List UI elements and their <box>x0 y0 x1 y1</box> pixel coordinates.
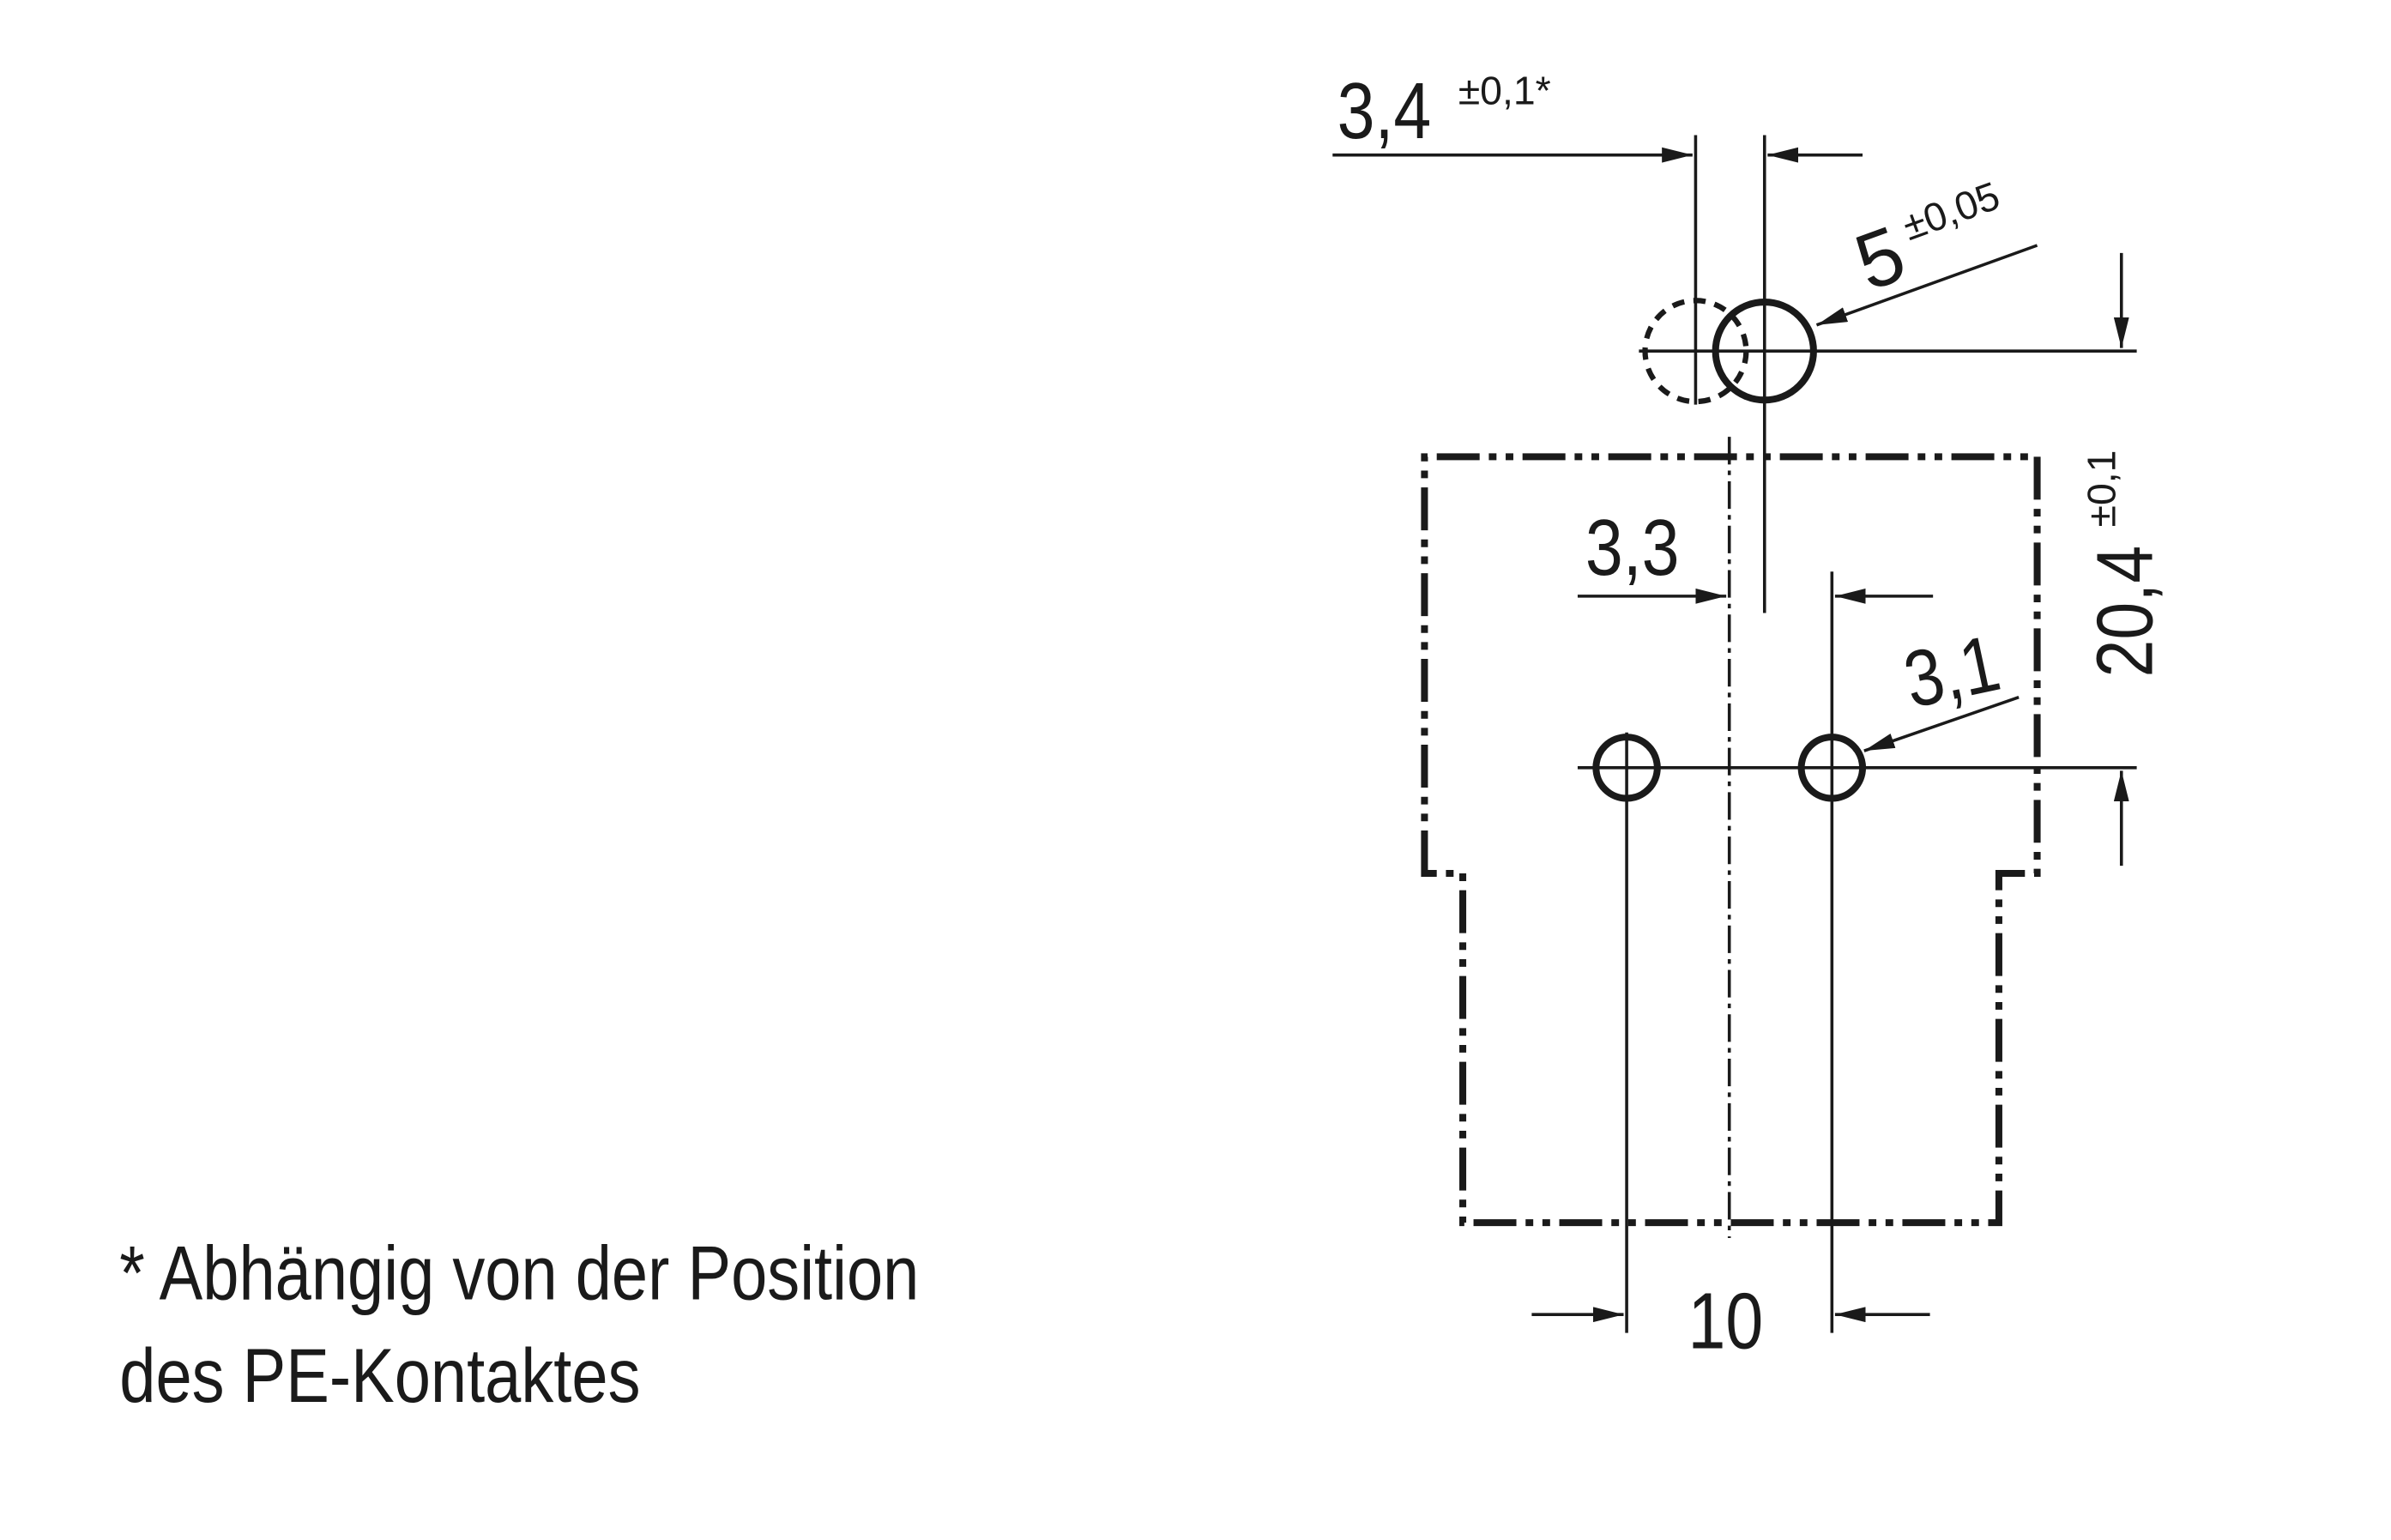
pin-hole-diameter-value: 3,1 <box>1897 619 2008 725</box>
pe-hole-diameter-tolerance: ±0,05 <box>1897 173 2006 249</box>
height-value: 20,4 <box>2081 546 2170 678</box>
dimension-pitch: 10 <box>1531 1277 1930 1366</box>
dimension-center-offset: 3,3 <box>1577 504 1727 604</box>
housing-outline <box>1421 453 2041 1227</box>
footnote-line-2: des PE-Kontaktes <box>119 1332 640 1418</box>
pe-offset-tolerance: ±0,1* <box>1458 69 1551 113</box>
pin-hole-right <box>1797 734 1867 802</box>
dimension-height: 20,4 ±0,1 <box>2080 252 2170 867</box>
height-tolerance: ±0,1 <box>2080 450 2124 528</box>
dimension-pin-hole-diameter: 3,1 <box>1830 571 2020 1333</box>
footnote-line-1: * Abhängig von der Position <box>119 1230 919 1316</box>
dimension-pe-hole-diameter: 5 ±0,05 <box>1815 173 2038 327</box>
pitch-value: 10 <box>1688 1277 1764 1366</box>
pin-hole-left <box>1592 734 1661 802</box>
dimension-pe-offset: 3,4 ±0,1* <box>1332 67 1863 613</box>
center-offset-value: 3,3 <box>1585 504 1680 592</box>
footnote: * Abhängig von der Position des PE-Konta… <box>119 1230 919 1419</box>
pe-offset-value: 3,4 <box>1337 67 1432 155</box>
